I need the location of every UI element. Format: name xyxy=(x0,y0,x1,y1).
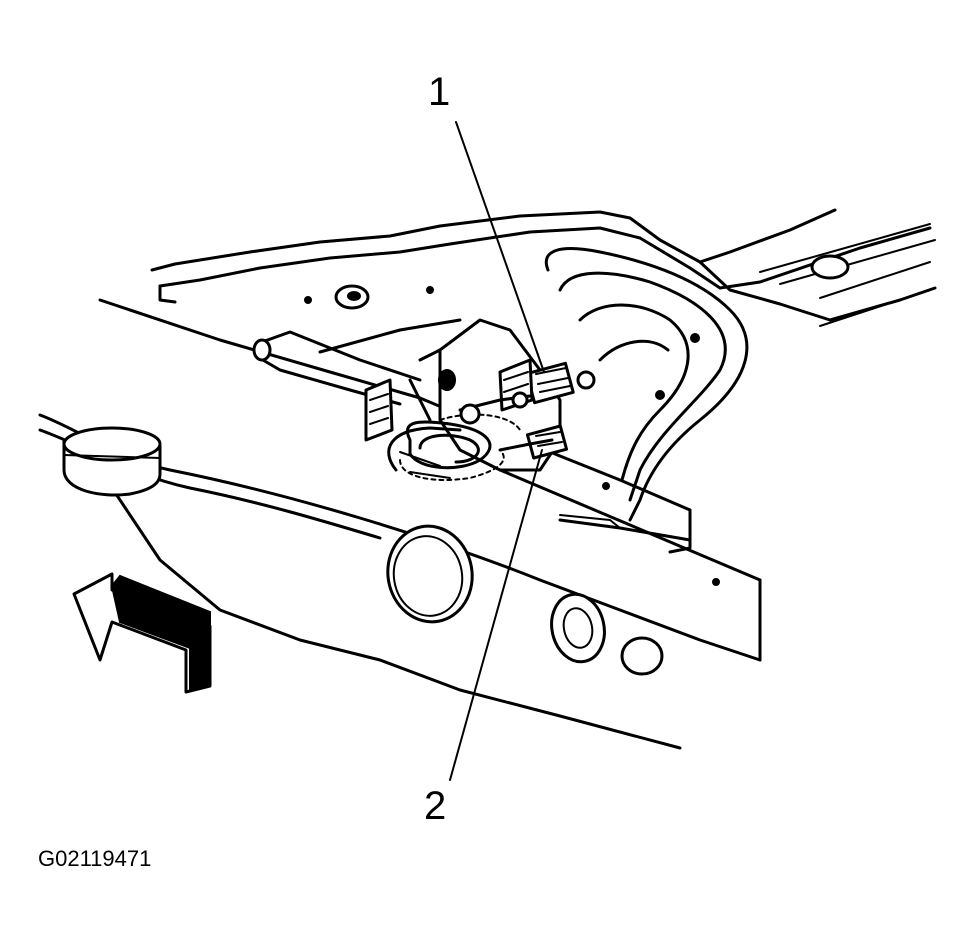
body-mount xyxy=(62,426,162,497)
callout-1-leader xyxy=(455,121,545,373)
callout-2-leader xyxy=(449,449,543,781)
floor-pan xyxy=(150,208,937,327)
frame-rail xyxy=(38,298,762,750)
callout-label-1: 1 xyxy=(428,70,451,114)
support-bracket xyxy=(544,247,749,522)
frame-holes xyxy=(386,524,664,676)
actuator-assembly xyxy=(252,318,596,481)
figure-id: G02119471 xyxy=(38,846,152,871)
forward-arrow-icon xyxy=(72,572,212,694)
callout-label-2: 2 xyxy=(424,784,447,828)
